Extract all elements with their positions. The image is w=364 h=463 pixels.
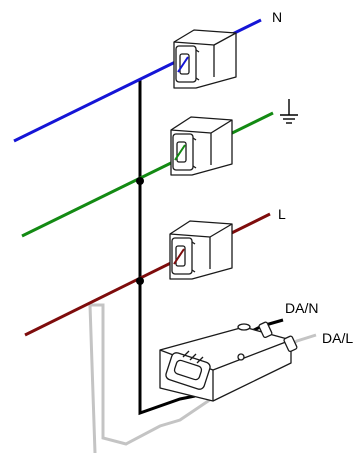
earth-wire-stub xyxy=(174,144,186,161)
neutral-wire-stub xyxy=(177,56,189,73)
line-wire-stub xyxy=(173,248,185,265)
earth-wire xyxy=(21,111,274,238)
da-neutral-label: DA/N xyxy=(285,300,319,316)
da-line-label: DA/L xyxy=(322,330,354,346)
dali-module xyxy=(159,321,298,402)
line-junction-dot xyxy=(136,277,144,285)
line-connector xyxy=(169,220,233,280)
line-label: L xyxy=(278,206,286,222)
neutral-label: N xyxy=(272,9,283,25)
earth-junction-dot xyxy=(136,177,144,185)
line-wire xyxy=(24,212,271,337)
earth-connector xyxy=(170,116,233,176)
neutral-connector xyxy=(173,29,237,89)
earth-ground-icon xyxy=(280,99,298,124)
